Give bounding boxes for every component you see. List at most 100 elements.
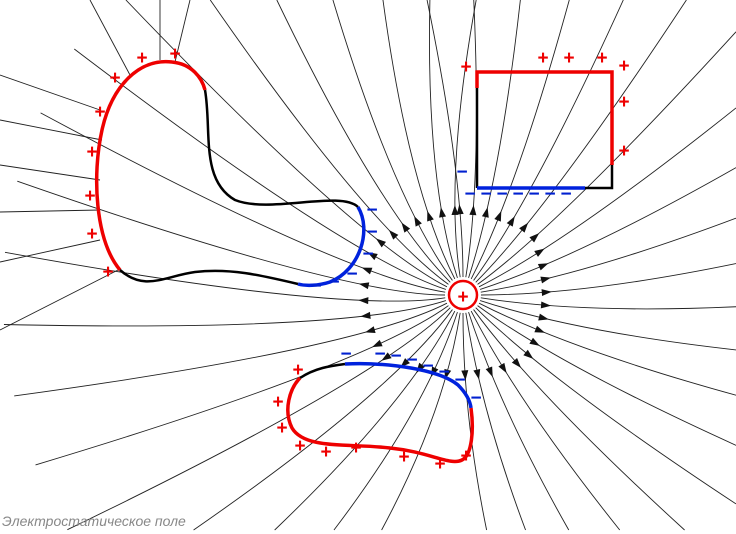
positive-charge-mark: + (276, 418, 287, 439)
field-line (479, 300, 736, 351)
negative-charge-mark: − (456, 162, 467, 183)
field-arrow-icon (414, 216, 422, 227)
field-arrow-icon (481, 207, 489, 218)
left-conductor-positive-edge (94, 59, 207, 272)
rectangle-neutral-edge (475, 88, 614, 190)
field-arrow-icon (456, 204, 464, 215)
field-arrow-icon (485, 366, 493, 378)
field-line (465, 312, 526, 531)
field-arrow-icon (372, 339, 383, 348)
positive-charge-mark: + (618, 92, 629, 113)
positive-charge-mark: + (94, 102, 105, 123)
field-arrow-icon (529, 337, 540, 346)
field-arrow-icon (498, 362, 507, 374)
bottom-conductor-negative-edge (344, 361, 473, 409)
field-arrow-icon (439, 207, 447, 218)
negative-charge-mark: − (528, 184, 539, 205)
field-line (0, 74, 101, 111)
negative-charge-mark: − (366, 200, 377, 221)
field-line (479, 167, 736, 290)
field-line (426, 0, 464, 278)
field-arrow-icon (469, 204, 477, 216)
field-line (477, 31, 736, 285)
positive-charge-mark: + (618, 56, 629, 77)
negative-charge-mark: − (390, 346, 401, 367)
positive-charge-mark: + (169, 44, 180, 65)
figure-caption: Электростатическое поле (2, 513, 186, 529)
field-line (333, 311, 458, 531)
field-arrow-icon (538, 313, 549, 321)
negative-charge-mark: − (406, 350, 417, 371)
field-arrow-icon (375, 238, 386, 248)
positive-charge-mark: + (86, 142, 97, 163)
field-line (17, 180, 446, 296)
field-arrow-icon (361, 267, 373, 275)
field-line (35, 305, 449, 466)
field-line (468, 311, 570, 531)
field-arrow-icon (358, 297, 369, 305)
field-arrow-icon (388, 230, 399, 240)
field-line (480, 297, 736, 310)
left-conductor-neutral-bottom (119, 269, 299, 286)
positive-charge-mark: + (434, 454, 445, 475)
rectangle-positive-edge (475, 70, 614, 165)
field-line (0, 269, 119, 331)
negative-charge-mark: − (328, 272, 339, 293)
positive-charge-mark: + (272, 392, 283, 413)
field-arrow-icon (540, 276, 551, 284)
field-arrow-icon (365, 326, 376, 333)
positive-charge-mark: + (86, 224, 97, 245)
field-line (470, 310, 621, 531)
positive-charge-mark: + (109, 68, 120, 89)
field-line (74, 48, 447, 290)
positive-charge-mark: + (136, 48, 147, 69)
field-line (276, 0, 451, 283)
positive-charge-mark: + (563, 48, 574, 69)
negative-charge-mark: − (544, 184, 555, 205)
field-line (462, 312, 488, 531)
field-arrow-icon (534, 325, 545, 333)
bottom-conductor-neutral-edge (299, 362, 346, 380)
negative-charge-mark: − (346, 264, 357, 285)
positive-charge-mark: + (398, 447, 409, 468)
negative-charge-mark: − (470, 388, 481, 409)
field-arrow-icon (473, 368, 481, 380)
field-arrow-icon (494, 211, 502, 222)
field-line (174, 0, 191, 63)
positive-charge-mark: + (460, 446, 471, 467)
field-line (0, 164, 101, 181)
field-arrow-icon (540, 301, 552, 309)
negative-charge-mark: − (340, 344, 351, 365)
field-line (473, 309, 685, 531)
field-arrow-icon (427, 210, 434, 222)
left-conductor (94, 59, 366, 288)
field-arrow-icon (401, 222, 411, 233)
field-line (193, 309, 453, 531)
positive-charge-mark: + (618, 141, 629, 162)
positive-charge-marks: ++++++++++++++++++++++++ (84, 44, 629, 475)
left-conductor-neutral-edge (203, 89, 359, 209)
field-arrow-icon (529, 233, 540, 243)
field-line (4, 251, 446, 302)
field-line (381, 312, 461, 531)
field-line (0, 209, 101, 213)
negative-charge-mark: − (366, 222, 377, 243)
field-line (89, 0, 131, 76)
field-line (470, 0, 570, 280)
field-arrow-icon (523, 349, 534, 359)
field-line (14, 302, 448, 397)
negative-charge-mark: − (496, 184, 507, 205)
field-arrow-icon (511, 357, 522, 368)
left-conductor-negative-edge (297, 206, 366, 288)
bottom-conductor (286, 361, 475, 464)
field-line (209, 0, 449, 285)
field-line (473, 0, 624, 281)
field-line (382, 0, 456, 280)
field-line (0, 119, 103, 141)
field-arrow-icon (461, 370, 469, 381)
field-line (465, 0, 477, 278)
field-line (67, 307, 451, 531)
